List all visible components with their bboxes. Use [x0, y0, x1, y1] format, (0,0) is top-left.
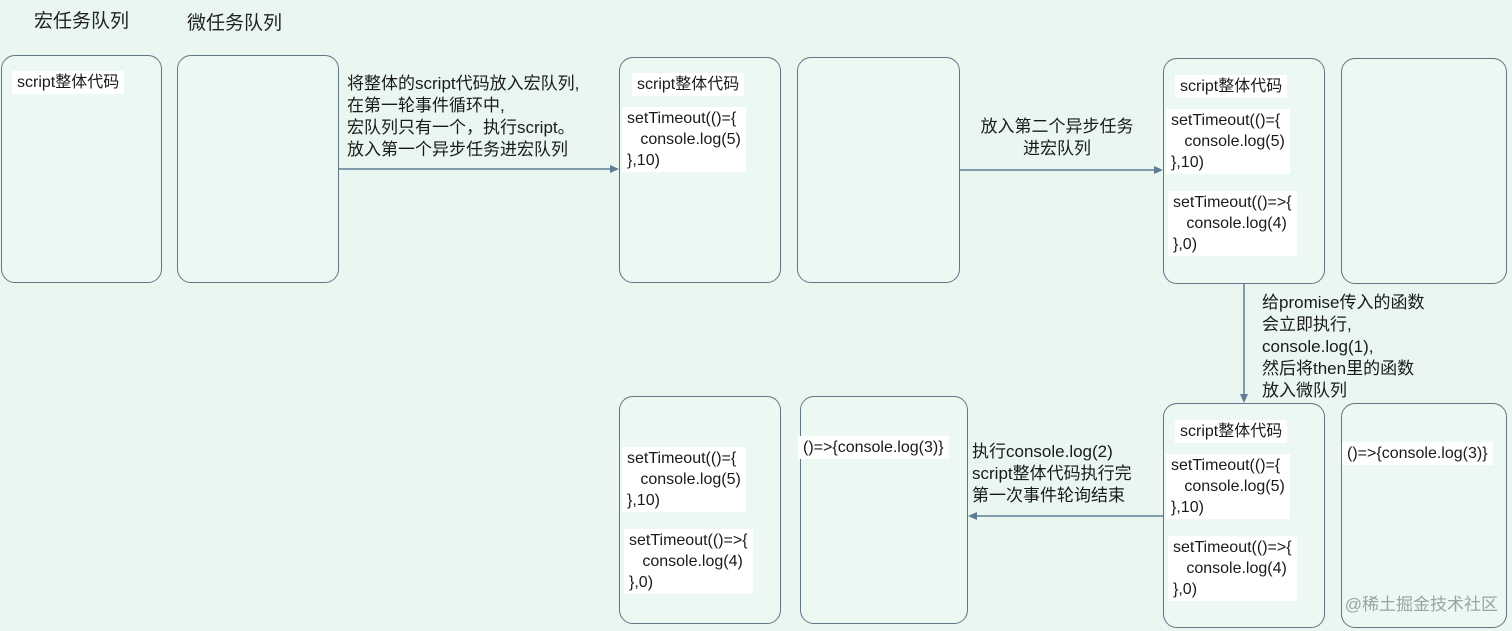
stage3-script-item: script整体代码 — [1175, 75, 1288, 98]
stage2-script-item: script整体代码 — [632, 73, 745, 96]
stage5-timeout5-item: setTimeout(()={ console.log(5) },10) — [622, 447, 746, 512]
stage4-timeout5-item: setTimeout(()={ console.log(5) },10) — [1166, 454, 1290, 519]
step3-note: 给promise传入的函数 会立即执行, console.log(1), 然后将… — [1262, 293, 1425, 400]
stage5-micro-queue — [800, 396, 968, 624]
stage3-micro-queue — [1341, 58, 1507, 284]
micro-queue-header: 微任务队列 — [187, 13, 283, 34]
arrow-stage2-to-stage3 — [960, 166, 1163, 174]
stage4-then-item: ()=>{console.log(3)} — [1342, 442, 1493, 465]
stage3-timeout5-item: setTimeout(()={ console.log(5) },10) — [1166, 109, 1290, 174]
macro-queue-header: 宏任务队列 — [34, 11, 130, 32]
stage4-micro-queue — [1341, 403, 1507, 628]
stage1-micro-queue — [177, 55, 339, 283]
stage1-script-item: script整体代码 — [12, 71, 125, 94]
arrow-stage4-to-stage5 — [968, 512, 1163, 520]
step2-note: 放入第二个异步任务 进宏队列 — [980, 117, 1134, 158]
stage4-script-item: script整体代码 — [1175, 420, 1288, 443]
stage5-timeout4-item: setTimeout(()=>{ console.log(4) },0) — [624, 529, 753, 594]
arrow-stage1-to-stage2 — [339, 165, 619, 173]
watermark: @稀土掘金技术社区 — [1344, 595, 1498, 614]
step1-note: 将整体的script代码放入宏队列, 在第一轮事件循环中, 宏队列只有一个，执行… — [347, 74, 580, 159]
stage4-timeout4-item: setTimeout(()=>{ console.log(4) },0) — [1168, 536, 1297, 601]
step4-note: 执行console.log(2) script整体代码执行完 第一次事件轮询结束 — [972, 442, 1132, 505]
stage2-timeout5-item: setTimeout(()={ console.log(5) },10) — [622, 107, 746, 172]
stage3-timeout4-item: setTimeout(()=>{ console.log(4) },0) — [1168, 191, 1297, 256]
stage5-then-item: ()=>{console.log(3)} — [798, 436, 949, 459]
arrow-stage3-to-stage4 — [1240, 284, 1248, 403]
stage2-micro-queue — [797, 57, 960, 283]
